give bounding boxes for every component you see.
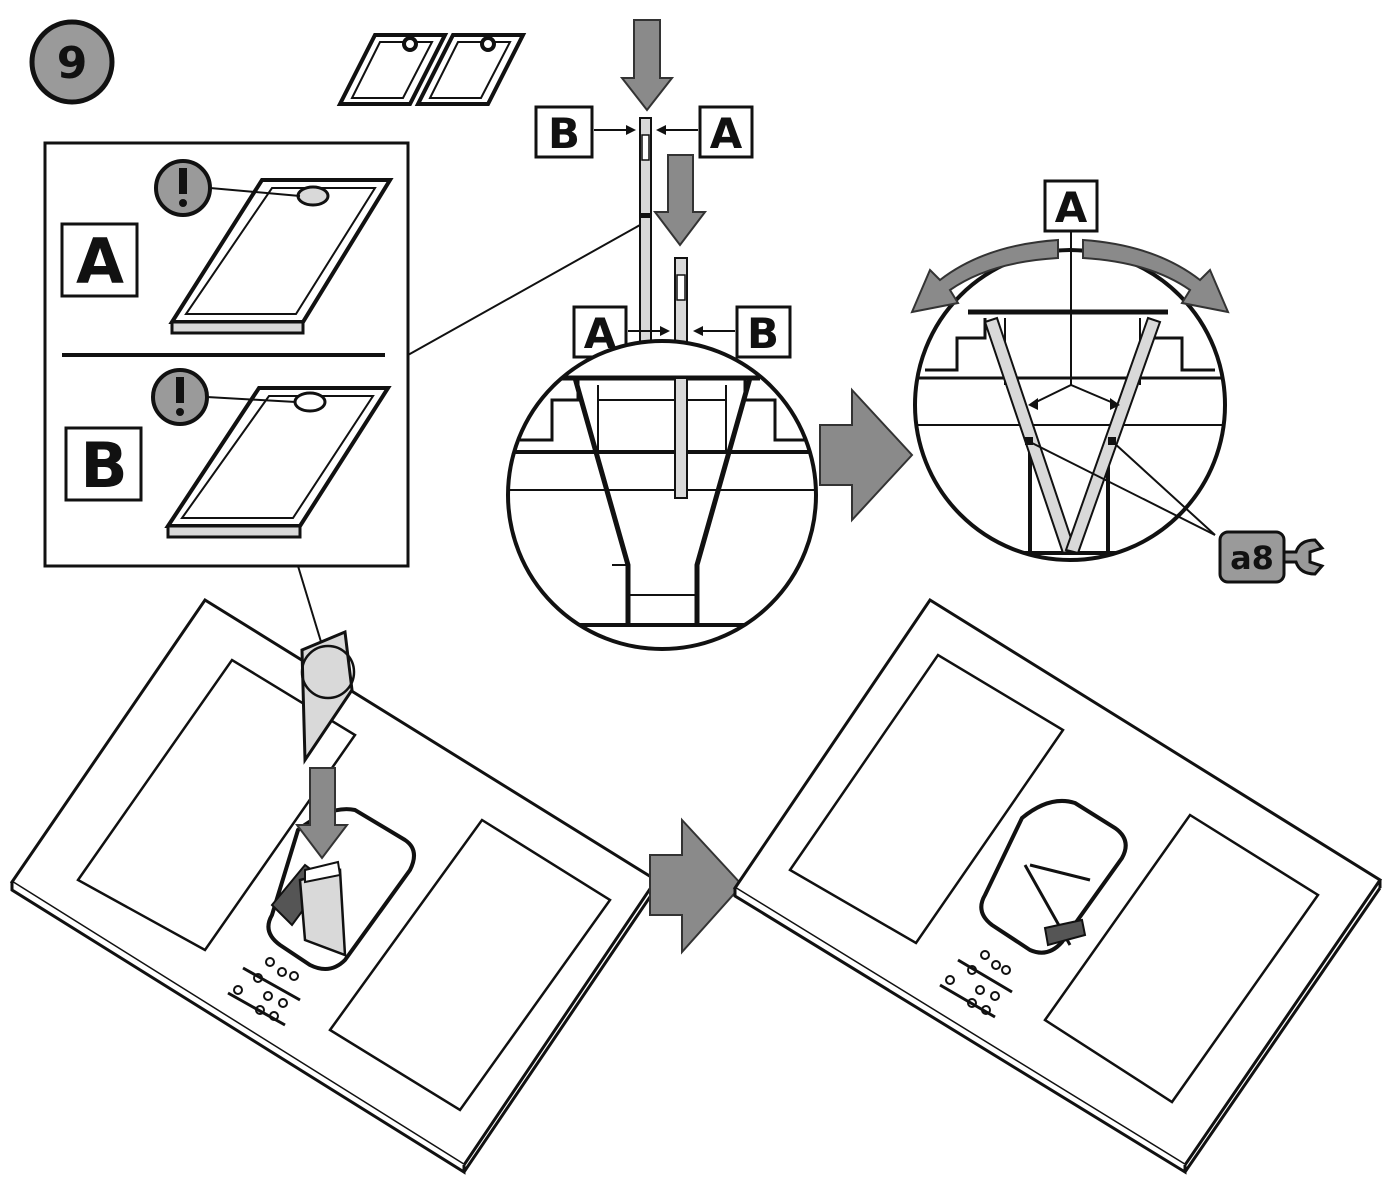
label-a-top: A: [710, 109, 743, 158]
tool-label: a8: [1230, 539, 1274, 577]
down-arrow-icon: [652, 154, 708, 247]
exclamation-icon: [151, 368, 209, 426]
cooktop-after: [732, 597, 1383, 1175]
panel-a-label: A: [76, 225, 124, 298]
label-b-top: B: [548, 109, 580, 158]
filter-tab-a: [296, 185, 330, 207]
detail-circle-after: A: [910, 179, 1230, 562]
down-arrow-icon: [294, 767, 350, 860]
spread-right-arrow-icon: [1082, 238, 1230, 314]
step-number: 9: [57, 38, 88, 89]
label-a-angle: A: [1055, 183, 1088, 232]
filter-orientation-box: A B: [43, 141, 410, 568]
right-arrow-icon: [819, 387, 914, 523]
down-arrow-icon: [619, 19, 675, 112]
panel-a: A: [60, 159, 394, 335]
filter-panels-pair: [336, 33, 527, 106]
cooktop-before: [9, 597, 659, 1175]
label-b-lower: B: [747, 309, 779, 358]
spread-left-arrow-icon: [910, 238, 1059, 314]
filter-tab-b: [293, 391, 327, 413]
right-arrow-icon: [649, 817, 744, 955]
panel-b-label: B: [80, 429, 127, 502]
exclamation-icon: [154, 159, 212, 217]
step-badge: 9: [29, 19, 115, 105]
detail-circle-before: [506, 339, 818, 651]
tool-badge: a8: [1218, 530, 1325, 584]
panel-b: B: [64, 368, 392, 539]
wrench-icon: [1282, 538, 1325, 576]
